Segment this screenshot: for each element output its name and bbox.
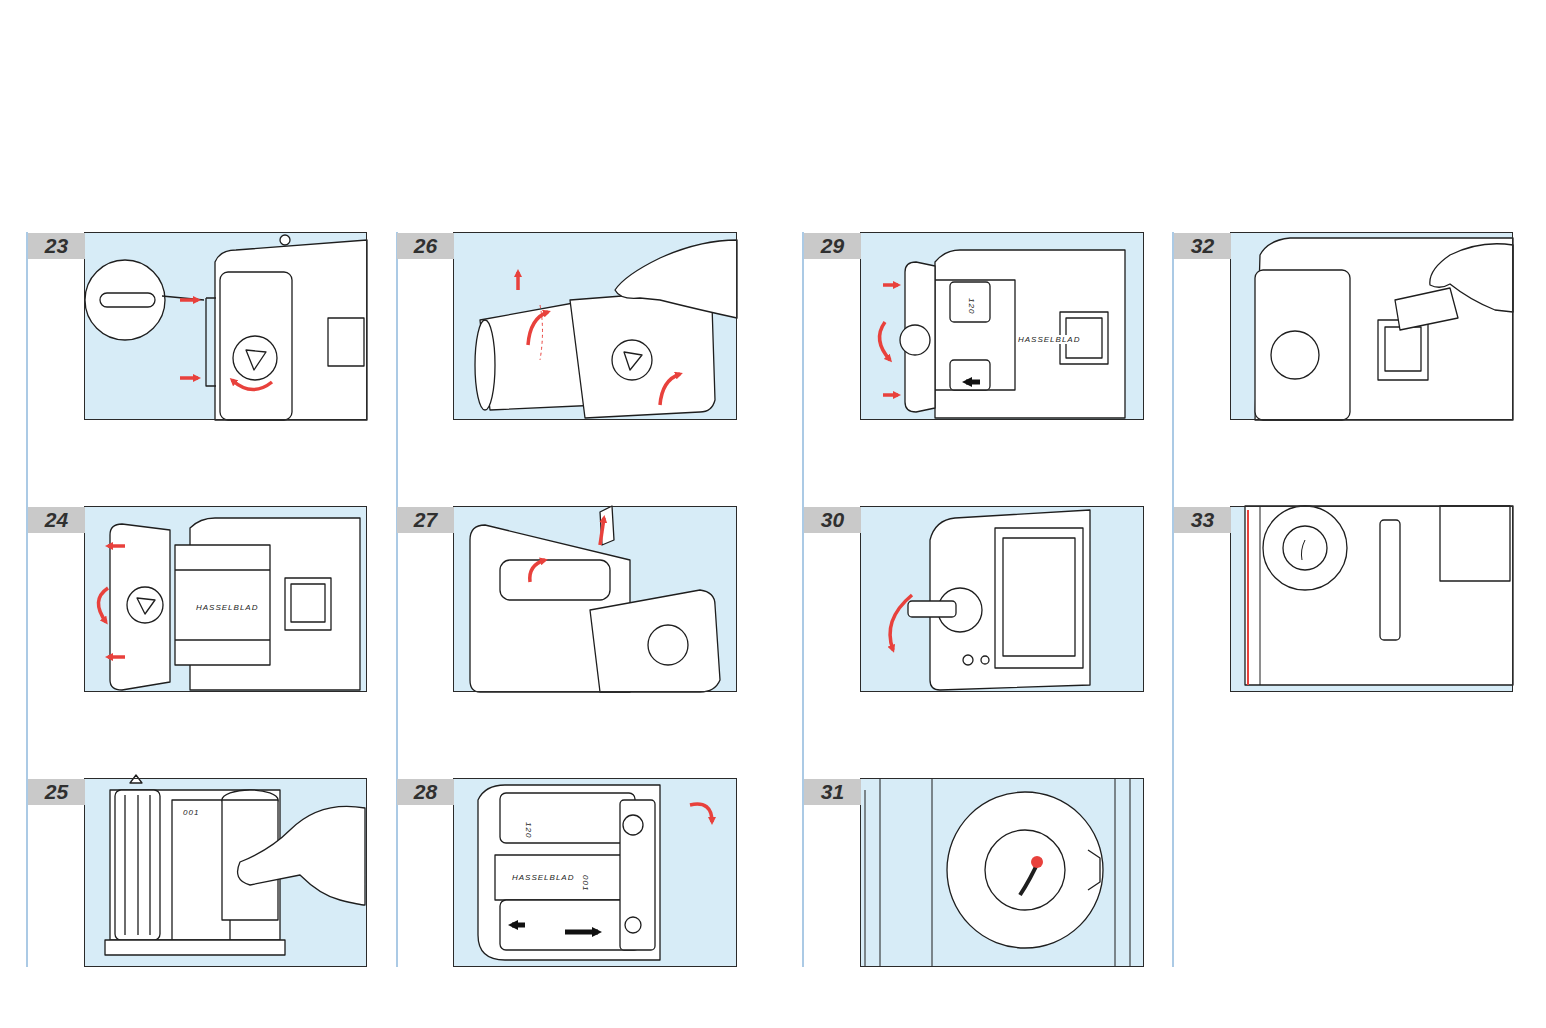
figure-number: 25	[45, 780, 68, 803]
figure-number: 26	[414, 234, 437, 257]
figure-tab: 29	[804, 233, 861, 259]
printed-marking: HASSELBLAD	[512, 873, 574, 882]
figure-tab: 31	[804, 779, 861, 805]
figure-number: 32	[1191, 234, 1214, 257]
figure-number: 30	[821, 508, 844, 531]
figure-panel: 33	[1230, 506, 1513, 692]
figure-number: 23	[45, 234, 68, 257]
figure-panel: 25	[84, 778, 367, 967]
printed-marking: 120	[524, 822, 533, 838]
figure-number: 31	[821, 780, 844, 803]
figure-tab: 26	[397, 233, 454, 259]
figure-number: 33	[1191, 508, 1214, 531]
figure-number: 24	[45, 508, 68, 531]
figure-panel: 30	[860, 506, 1144, 692]
figure-number: 29	[821, 234, 844, 257]
figure-tab: 28	[397, 779, 454, 805]
printed-marking: 001	[581, 875, 590, 891]
figure-tab: 32	[1174, 233, 1231, 259]
figure-number: 28	[414, 780, 437, 803]
printed-marking: HASSELBLAD	[1018, 335, 1080, 344]
printed-marking: HASSELBLAD	[196, 603, 258, 612]
figure-panel: 26	[453, 232, 737, 420]
figure-number: 27	[414, 508, 437, 531]
figure-panel: 28	[453, 778, 737, 967]
figure-panel: 23	[84, 232, 367, 420]
printed-marking: 001	[183, 808, 199, 817]
figure-panel: 27	[453, 506, 737, 692]
figure-tab: 24	[28, 507, 85, 533]
figure-panel: 29	[860, 232, 1144, 420]
figure-tab: 25	[28, 779, 85, 805]
figure-panel: 31	[860, 778, 1144, 967]
printed-marking: 120	[967, 298, 976, 314]
figure-tab: 30	[804, 507, 861, 533]
figure-panel: 32	[1230, 232, 1513, 420]
figure-tab: 23	[28, 233, 85, 259]
figure-tab: 33	[1174, 507, 1231, 533]
figure-panel: 24	[84, 506, 367, 692]
figure-tab: 27	[397, 507, 454, 533]
